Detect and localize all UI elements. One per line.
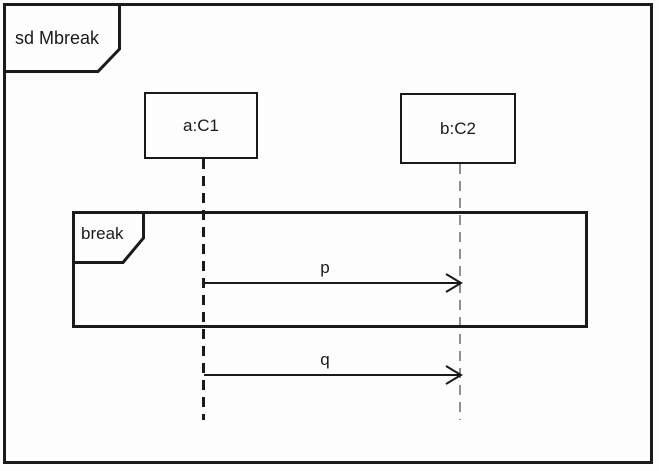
frame-title: sd Mbreak	[15, 28, 100, 48]
lifeline-b-dashed-line	[459, 164, 461, 420]
lifeline-a-dashed-line	[202, 159, 205, 420]
lifeline-head-b: b:C2	[400, 93, 516, 164]
break-operator-label: break	[81, 224, 124, 243]
lifeline-b-label: b:C2	[440, 118, 476, 138]
lifeline-a-label: a:C1	[183, 115, 219, 135]
message-p-label: p	[320, 258, 330, 277]
message-q-arrow	[204, 365, 463, 385]
frame-title-pentagon	[3, 3, 121, 73]
message-p-arrow	[204, 273, 463, 293]
break-fragment-box	[72, 211, 588, 328]
message-q-label: q	[320, 350, 330, 369]
lifeline-head-a: a:C1	[144, 92, 258, 159]
break-operator-pentagon	[72, 211, 145, 264]
sequence-diagram-frame	[3, 3, 653, 464]
